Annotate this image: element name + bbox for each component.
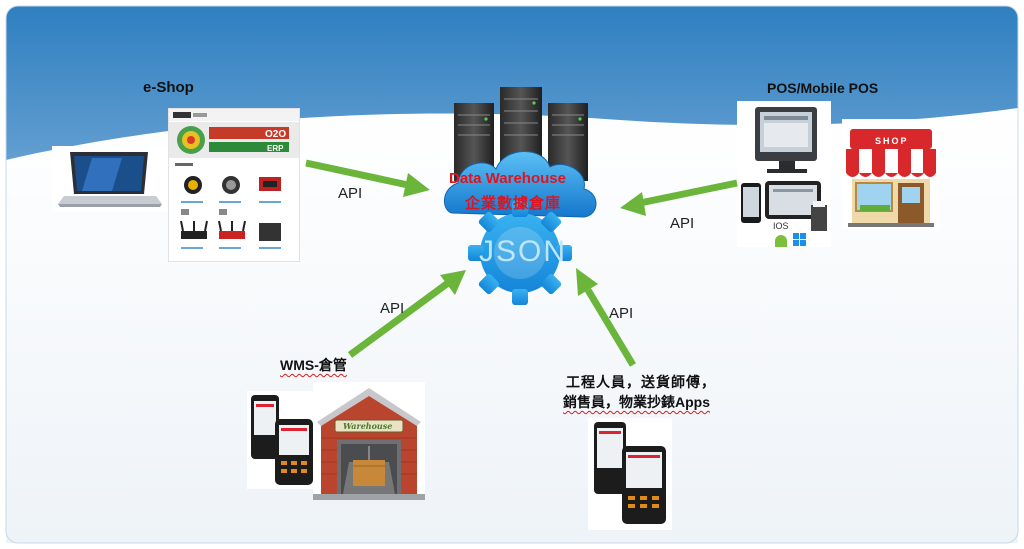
json-label: JSON bbox=[479, 235, 568, 268]
warehouse-image: Warehouse bbox=[313, 382, 425, 500]
cloud-icon bbox=[444, 151, 597, 218]
data-warehouse-title-zh: 企業數據倉庫 bbox=[465, 194, 562, 212]
api-label-pos: API bbox=[670, 215, 695, 232]
data-warehouse-node bbox=[438, 85, 602, 307]
wms-label: WMS-倉管 bbox=[280, 355, 347, 375]
laptop-image bbox=[52, 146, 168, 212]
mobile-handhelds-image bbox=[588, 418, 672, 530]
mobile-workers-line2: 銷售員，物業抄錶Apps bbox=[563, 392, 710, 412]
eshop-banner-sub: ERP bbox=[267, 144, 284, 153]
arrow-pos-to-warehouse bbox=[620, 179, 738, 216]
ios-label: IOS bbox=[773, 221, 789, 231]
shop-sign: SHOP bbox=[875, 136, 909, 146]
wms-handhelds-image bbox=[247, 391, 319, 489]
mobile-workers-line2-text: 銷售員，物業抄錶Apps bbox=[563, 394, 710, 410]
eshop-label: e-Shop bbox=[143, 79, 194, 96]
api-label-eshop: API bbox=[338, 185, 363, 202]
shop-image: SHOP bbox=[842, 119, 940, 229]
eshop-banner-text: O2O bbox=[265, 129, 286, 140]
android-icon bbox=[775, 235, 787, 247]
api-label-mobile: API bbox=[609, 305, 634, 322]
wms-label-text: WMS-倉管 bbox=[280, 357, 347, 373]
arrow-mobile-to-warehouse bbox=[576, 268, 637, 367]
arrow-wms-to-warehouse bbox=[347, 270, 466, 358]
gear-icon bbox=[468, 201, 572, 305]
pos-devices-image: IOS bbox=[737, 101, 831, 247]
warehouse-sign: Warehouse bbox=[343, 421, 392, 431]
data-warehouse-title: Data Warehouse bbox=[449, 170, 566, 187]
api-label-wms: API bbox=[380, 300, 405, 317]
mobile-workers-line1: 工程人員，送貨師傅， bbox=[566, 375, 716, 391]
pos-label: POS/Mobile POS bbox=[767, 80, 879, 96]
windows-icon bbox=[793, 233, 806, 246]
eshop-website-screenshot: O2O ERP bbox=[168, 108, 300, 262]
arrow-eshop-to-warehouse bbox=[305, 159, 430, 197]
